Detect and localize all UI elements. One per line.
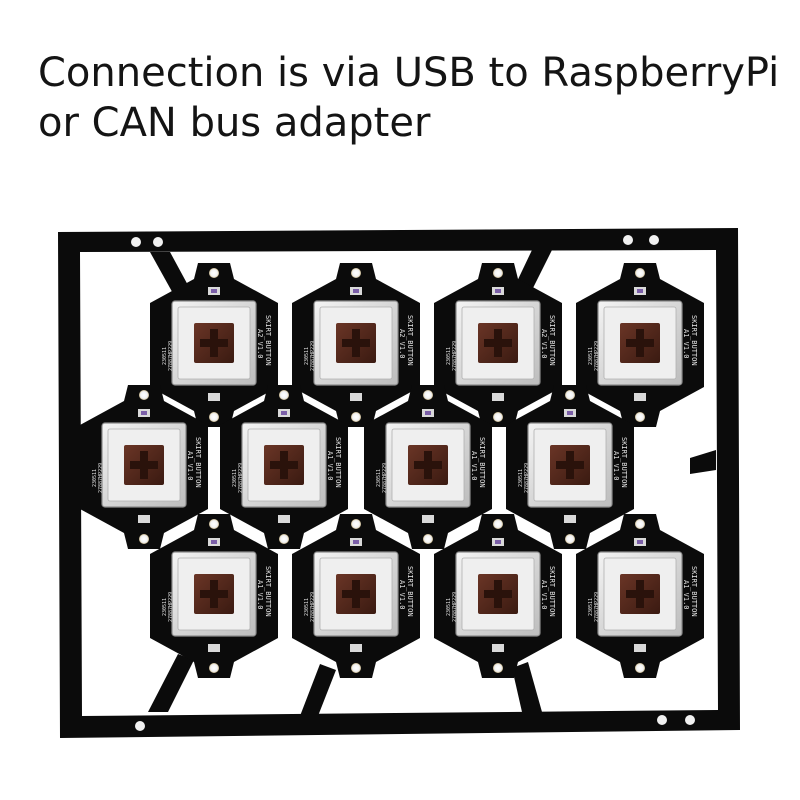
silkscreen-code: 230511 [446, 347, 452, 365]
silkscreen-label: SKIRT_BUTTON [334, 437, 342, 488]
silkscreen-version: A1 V1.0 [682, 329, 690, 359]
silkscreen-version: A1 V1.0 [398, 580, 406, 610]
silkscreen-version: A1 V1.0 [470, 451, 478, 481]
silkscreen-code: 27887HP229 [310, 592, 316, 622]
silkscreen-label: SKIRT_BUTTON [478, 437, 486, 488]
silkscreen-label: SKIRT_BUTTON [264, 315, 272, 366]
silkscreen-code: 27887HP229 [168, 341, 174, 371]
silkscreen-version: A2 V1.0 [398, 329, 406, 359]
silkscreen-code: 230511 [162, 598, 168, 616]
silkscreen-code: 27887HP229 [594, 341, 600, 371]
silkscreen-version: A1 V1.0 [682, 580, 690, 610]
silkscreen-version: A1 V1.0 [540, 580, 548, 610]
silkscreen-version: A1 V1.0 [326, 451, 334, 481]
silkscreen-code: 27887HP229 [98, 463, 104, 493]
silkscreen-code: 230511 [588, 598, 594, 616]
silkscreen-label: SKIRT_BUTTON [620, 437, 628, 488]
caption-line-1: Connection is via USB to RaspberryPi [38, 50, 780, 96]
silkscreen-version: A2 V1.0 [256, 329, 264, 359]
silkscreen-label: SKIRT_BUTTON [194, 437, 202, 488]
silkscreen-label: SKIRT_BUTTON [406, 315, 414, 366]
silkscreen-label: SKIRT_BUTTON [690, 566, 698, 617]
silkscreen-code: 230511 [588, 347, 594, 365]
silkscreen-code: 27887HP229 [524, 463, 530, 493]
silkscreen-code: 230511 [232, 469, 238, 487]
silkscreen-code: 27887HP229 [168, 592, 174, 622]
silkscreen-label: SKIRT_BUTTON [406, 566, 414, 617]
silkscreen-label: SKIRT_BUTTON [548, 315, 556, 366]
silkscreen-code: 230511 [92, 469, 98, 487]
silkscreen-label: SKIRT_BUTTON [264, 566, 272, 617]
silkscreen-code: 27887HP229 [238, 463, 244, 493]
silkscreen-version: A2 V1.0 [540, 329, 548, 359]
silkscreen-code: 230511 [446, 598, 452, 616]
silkscreen-code: 230511 [376, 469, 382, 487]
silkscreen-label: SKIRT_BUTTON [548, 566, 556, 617]
silkscreen-version: A1 V1.0 [612, 451, 620, 481]
silkscreen-code: 230511 [518, 469, 524, 487]
silkscreen-code: 230511 [162, 347, 168, 365]
silkscreen-code: 27887HP229 [382, 463, 388, 493]
silkscreen-version: A1 V1.0 [186, 451, 194, 481]
silkscreen-code: 230511 [304, 598, 310, 616]
silkscreen-label: SKIRT_BUTTON [690, 315, 698, 366]
caption-line-2: or CAN bus adapter [38, 100, 431, 146]
silkscreen-code: 27887HP229 [452, 341, 458, 371]
silkscreen-version: A1 V1.0 [256, 580, 264, 610]
silkscreen-code: 27887HP229 [452, 592, 458, 622]
silkscreen-code: 27887HP229 [594, 592, 600, 622]
silkscreen-code: 230511 [304, 347, 310, 365]
silkscreen-code: 27887HP229 [310, 341, 316, 371]
caption: Connection is via USB to RaspberryPi or … [38, 48, 780, 148]
